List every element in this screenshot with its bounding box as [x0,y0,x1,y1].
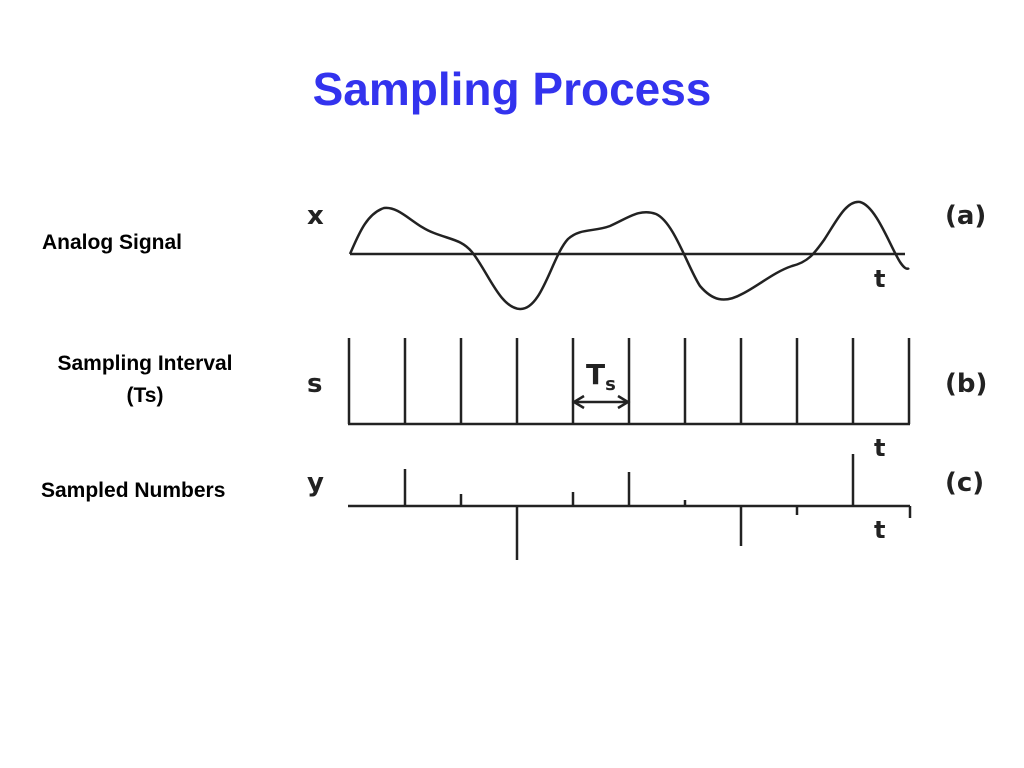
panel-b: Ts s t (b) [307,338,987,462]
panel-c-tag: (c) [945,468,984,498]
interval-symbol: Ts [586,358,616,395]
panel-a-time-var: t [874,265,885,293]
analog-signal-label: Analog Signal [42,231,183,254]
interval-arrow-right-head [617,394,631,410]
panel-c-axis-var: y [307,468,324,498]
panel-c: y t (c) [307,454,984,560]
interval-arrow-left-head [571,394,585,410]
panel-a: x t (a) [307,200,986,311]
panel-c-time-var: t [874,516,885,544]
panel-a-tag: (a) [945,201,986,231]
panel-b-time-var: t [874,434,885,462]
panel-b-axis-var: s [307,369,322,399]
panel-a-axis-var: x [307,201,324,231]
interval-subscript: s [605,374,616,395]
panel-b-tag: (b) [945,369,987,399]
sampling-interval-label: Sampling Interval (Ts) [57,352,233,407]
sampled-values [403,454,855,560]
slide-title: Sampling Process [312,63,712,115]
sampling-pulses [347,338,911,424]
sampled-numbers-label: Sampled Numbers [41,479,226,502]
analog-waveform [348,200,910,311]
